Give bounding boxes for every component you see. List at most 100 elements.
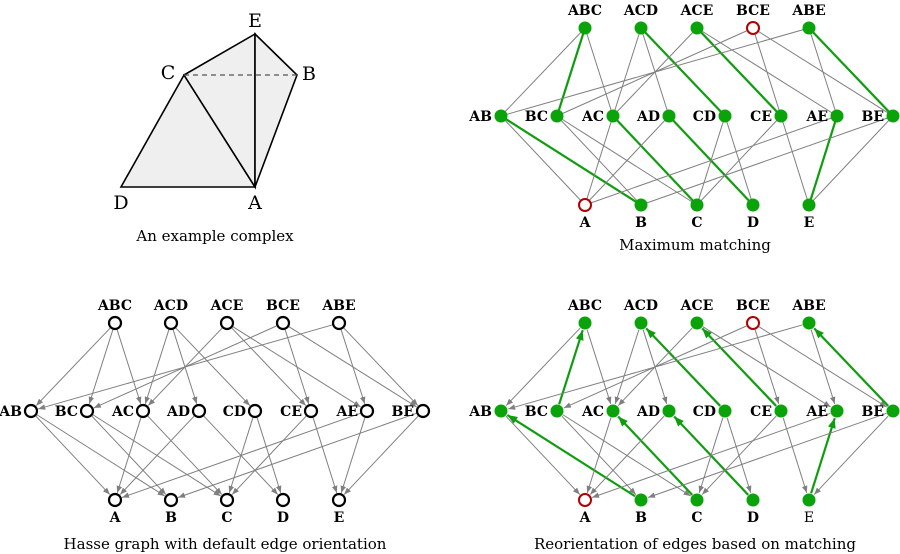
node-label-cd: CD [693, 404, 716, 420]
node-ad [662, 404, 676, 418]
node-cd [247, 403, 263, 419]
edge-abe-ab [500, 27, 810, 117]
edge-acd-ac [612, 27, 642, 117]
node-label-ad: AD [636, 109, 660, 125]
edge-abc-ab [35, 327, 111, 406]
edge-ae-a [121, 412, 361, 498]
edge-ab-b [506, 414, 636, 498]
edge-ae-a [591, 412, 831, 498]
edge-acd-cd [640, 27, 726, 117]
edge-abc-ac [586, 329, 612, 405]
edge-ac-c [147, 415, 223, 495]
node-a [578, 493, 592, 507]
matching-caption: Maximum matching [619, 236, 771, 254]
node-bc [79, 403, 95, 419]
node-label-c: C [691, 215, 702, 231]
node-e [331, 492, 347, 508]
complex-caption: An example complex [135, 227, 294, 245]
node-ce [774, 404, 788, 418]
edge-ad-a [119, 415, 195, 495]
edge-abe-ae [340, 329, 366, 405]
node-label-ab: AB [468, 109, 492, 125]
edge-abc-ac [116, 329, 142, 405]
node-ad [662, 109, 676, 123]
edge-ae-e [340, 417, 366, 493]
node-label-abc: ABC [567, 3, 602, 19]
edge-ace-ce [696, 27, 782, 117]
node-acd [634, 316, 648, 330]
complex-panel: E C B D A An example complex [113, 10, 316, 245]
node-ae [830, 404, 844, 418]
edge-abe-ae [808, 27, 838, 117]
node-label-e: E [804, 215, 815, 231]
node-label-d: D [277, 510, 289, 526]
node-label-bce: BCE [736, 3, 770, 19]
edge-ce-e [780, 115, 810, 206]
edge-ce-c [231, 415, 307, 495]
edge-abc-ac [584, 27, 614, 117]
node-acd [163, 315, 179, 331]
node-ad [191, 403, 207, 419]
node-label-a: A [109, 510, 122, 526]
node-d [746, 198, 760, 212]
node-bce [746, 316, 760, 330]
node-be [886, 109, 900, 123]
node-d [275, 492, 291, 508]
node-abe [802, 316, 816, 330]
node-label-ace: ACE [680, 3, 714, 19]
node-ab [494, 109, 508, 123]
node-bc [550, 404, 564, 418]
node-label-a: A [579, 510, 592, 526]
node-label-ab: AB [0, 404, 22, 420]
edge-ce-e [782, 417, 808, 493]
node-ace [690, 21, 704, 35]
edge-be-e [813, 415, 889, 495]
node-cd [718, 109, 732, 123]
edge-abc-ab [500, 27, 586, 117]
node-abc [578, 316, 592, 330]
node-label-cd: CD [693, 109, 716, 125]
edge-acd-cd [645, 327, 721, 407]
node-label-d: D [747, 510, 759, 526]
node-label-ac: AC [111, 404, 134, 420]
edge-abc-bc [555, 27, 587, 117]
node-label-bc: BC [525, 404, 548, 420]
node-ce [303, 403, 319, 419]
node-acd [634, 21, 648, 35]
node-abc [107, 315, 123, 331]
edge-ae-e [807, 115, 839, 206]
node-bce [275, 315, 291, 331]
node-be [415, 403, 431, 419]
node-label-acd: ACD [623, 3, 658, 19]
node-abe [802, 21, 816, 35]
edge-be-b [177, 412, 417, 498]
node-label-abe: ABE [321, 298, 355, 314]
edge-ce-e [312, 417, 338, 493]
node-ce [774, 109, 788, 123]
node-be [886, 404, 900, 418]
node-b [634, 493, 648, 507]
node-label-ce: CE [280, 404, 302, 420]
node-ace [219, 315, 235, 331]
node-label-bc: BC [525, 109, 548, 125]
node-label-ace: ACE [680, 298, 714, 314]
node-label-ae: AE [335, 404, 358, 420]
edge-ace-ce [231, 327, 307, 406]
node-c [219, 492, 235, 508]
node-label-b: B [635, 215, 647, 231]
node-c [690, 198, 704, 212]
node-bc [550, 109, 564, 123]
edge-ad-a [584, 115, 670, 206]
node-label-abe: ABE [791, 3, 825, 19]
edge-ab-a [505, 415, 581, 495]
hasse-caption: Hasse graph with default edge orientatio… [64, 535, 387, 553]
reorient-caption: Reorientation of edges based on matching [534, 535, 856, 553]
edge-be-e [808, 115, 894, 206]
node-label-e: E [804, 510, 814, 526]
edge-ae-a [584, 115, 838, 206]
node-label-ce: CE [750, 109, 772, 125]
edge-abc-ab [505, 327, 581, 406]
edge-ce-c [696, 115, 782, 206]
node-label-d: D [747, 215, 759, 231]
